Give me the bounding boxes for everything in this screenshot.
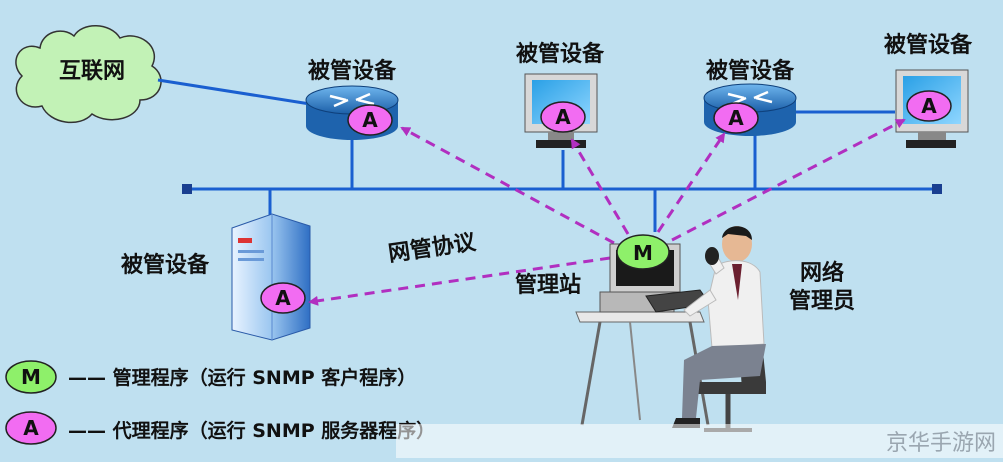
server-agent: A <box>275 286 291 310</box>
management-station: 管理站 M <box>515 234 711 426</box>
router-left: 被管设备 A <box>305 58 399 140</box>
protocol-label: 网管协议 <box>387 229 479 267</box>
monitor-right-label: 被管设备 <box>884 32 973 58</box>
arrow-monitor-right <box>671 118 906 242</box>
router-right-agent: A <box>728 106 744 130</box>
router-right-label: 被管设备 <box>706 58 795 84</box>
admin-label-line1: 网络 <box>800 260 844 286</box>
server: 被管设备 A <box>121 213 311 341</box>
monitor-mid-agent: A <box>555 105 571 129</box>
protocol-arrows <box>308 118 906 306</box>
monitor-right-agent: A <box>921 94 937 118</box>
legend-agent-text: —— 代理程序（运行 SNMP 服务器程序） <box>68 419 435 442</box>
admin-label-line2: 管理员 <box>789 288 855 314</box>
legend-agent: A —— 代理程序（运行 SNMP 服务器程序） <box>5 411 435 445</box>
internet-link <box>157 78 311 106</box>
administrator: 网络 管理员 <box>672 226 855 432</box>
bus-end-right <box>932 184 942 194</box>
legend-agent-badge: A <box>23 416 39 440</box>
bus-end-left <box>182 184 192 194</box>
station-label: 管理站 <box>515 272 581 298</box>
legend-manager-badge: M <box>21 365 41 389</box>
monitor-mid: 被管设备 A <box>516 41 605 148</box>
router-left-agent: A <box>362 108 378 132</box>
internet-cloud: 互联网 <box>15 25 162 124</box>
legend-manager: M —— 管理程序（运行 SNMP 客户程序） <box>5 360 416 394</box>
watermark-text: 京华手游网 <box>886 431 996 456</box>
network-lines <box>157 78 936 232</box>
legend: M —— 管理程序（运行 SNMP 客户程序） A —— 代理程序（运行 SNM… <box>5 360 435 445</box>
arrow-monitor-mid <box>570 138 630 235</box>
router-right: 被管设备 A <box>703 58 797 136</box>
arrow-router-left <box>400 126 615 245</box>
cloud-label: 互联网 <box>59 59 125 84</box>
legend-manager-text: —— 管理程序（运行 SNMP 客户程序） <box>68 366 416 389</box>
arrow-router-right <box>656 132 726 233</box>
monitor-right: 被管设备 A <box>884 32 973 148</box>
station-badge: M <box>633 241 653 265</box>
watermark: 京华手游网 <box>396 424 1003 458</box>
router-left-label: 被管设备 <box>308 58 397 84</box>
server-label: 被管设备 <box>121 252 210 278</box>
monitor-mid-label: 被管设备 <box>516 41 605 67</box>
